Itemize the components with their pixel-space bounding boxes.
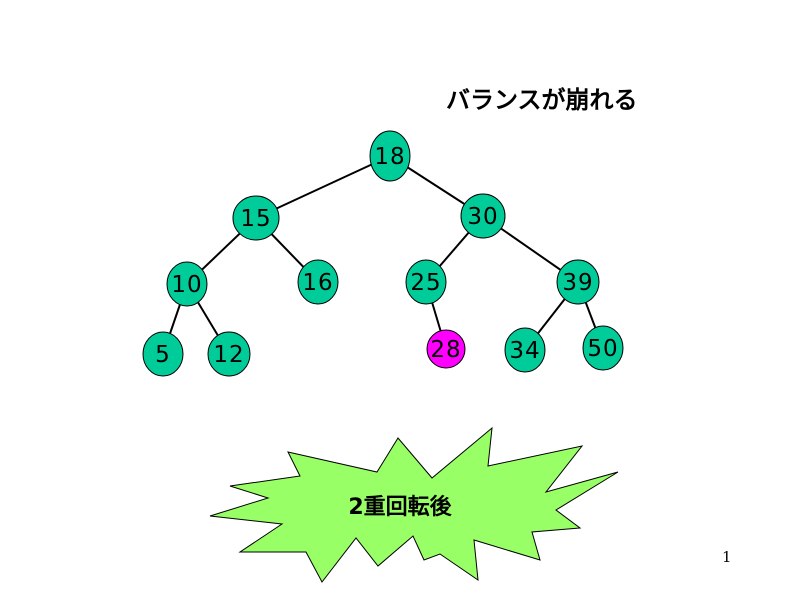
burst-shape: 2重回転後 [209, 426, 619, 583]
node-label: 5 [155, 342, 171, 368]
node-label: 25 [410, 270, 441, 296]
tree-node-30: 30 [460, 193, 506, 239]
node-circle [504, 327, 546, 373]
tree-node-50: 50 [582, 325, 624, 371]
node-circle [369, 130, 411, 182]
tree-node-12: 12 [207, 331, 251, 377]
tree-node-39: 39 [556, 259, 600, 305]
node-circle [166, 261, 208, 307]
node-label: 12 [213, 342, 244, 368]
inserted-node-circle [426, 329, 466, 369]
node-circle [207, 331, 251, 377]
node-label: 34 [509, 338, 540, 364]
tree-node-5: 5 [142, 331, 184, 377]
tree-node-28: 28 [426, 329, 466, 369]
page-number: 1 [722, 548, 732, 566]
tree-edge-n18-n15 [255, 155, 391, 219]
node-circle [460, 193, 506, 239]
node-circle [556, 259, 600, 305]
node-circle [297, 259, 339, 305]
node-label: 16 [302, 270, 333, 296]
node-label: 10 [171, 272, 202, 298]
slide-title: バランスが崩れる [446, 86, 638, 114]
node-circle [582, 325, 624, 371]
node-label: 30 [467, 204, 498, 230]
node-circle [405, 259, 447, 305]
tree-node-16: 16 [297, 259, 339, 305]
tree-node-25: 25 [405, 259, 447, 305]
tree-node-10: 10 [166, 261, 208, 307]
tree-node-18: 18 [369, 130, 411, 182]
tree-node-15: 15 [232, 195, 280, 241]
node-label: 50 [587, 336, 618, 362]
node-label: 15 [240, 206, 271, 232]
node-circle [232, 195, 280, 241]
explosion-burst-icon [209, 426, 619, 583]
node-label: 18 [374, 144, 405, 170]
node-label: 28 [430, 337, 461, 363]
burst-label: 2重回転後 [348, 494, 452, 520]
edges-layer [162, 155, 604, 355]
node-label: 39 [562, 270, 593, 296]
nodes-layer: 18 15 30 10 16 25 39 5 12 28 34 50 [142, 130, 624, 377]
node-circle [142, 331, 184, 377]
tree-node-34: 34 [504, 327, 546, 373]
